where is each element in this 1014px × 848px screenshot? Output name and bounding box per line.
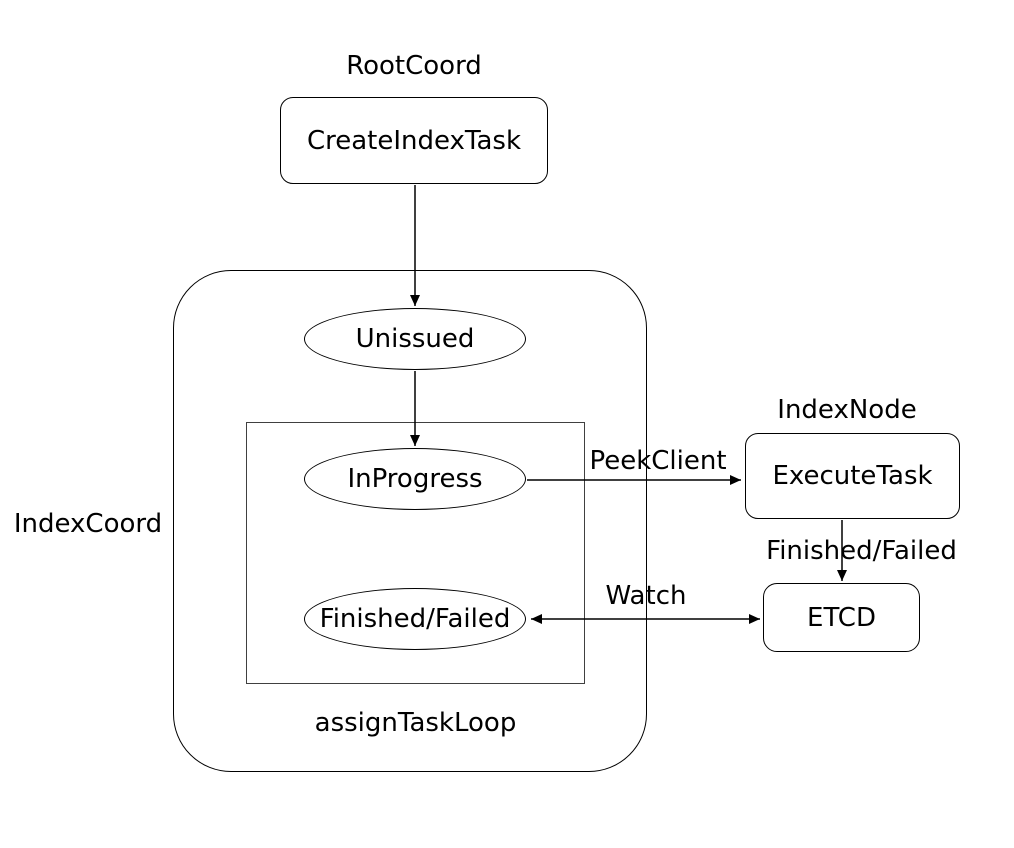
node-in-progress: InProgress [304,448,526,510]
edge-label-peek-client: PeekClient [589,446,727,476]
node-create-index-task: CreateIndexTask [280,97,548,184]
assign-task-loop-label: assignTaskLoop [314,708,517,738]
index-coord-label: IndexCoord [13,509,163,539]
node-unissued: Unissued [304,308,526,370]
index-coord-group-box [173,270,647,772]
edge-label-watch: Watch [605,581,687,611]
node-execute-task: ExecuteTask [745,433,960,519]
root-coord-label: RootCoord [346,51,482,81]
index-node-label: IndexNode [777,395,917,425]
node-finished-failed: Finished/Failed [304,588,526,650]
node-etcd: ETCD [763,583,920,652]
edge-label-finished-failed: Finished/Failed [766,536,957,566]
